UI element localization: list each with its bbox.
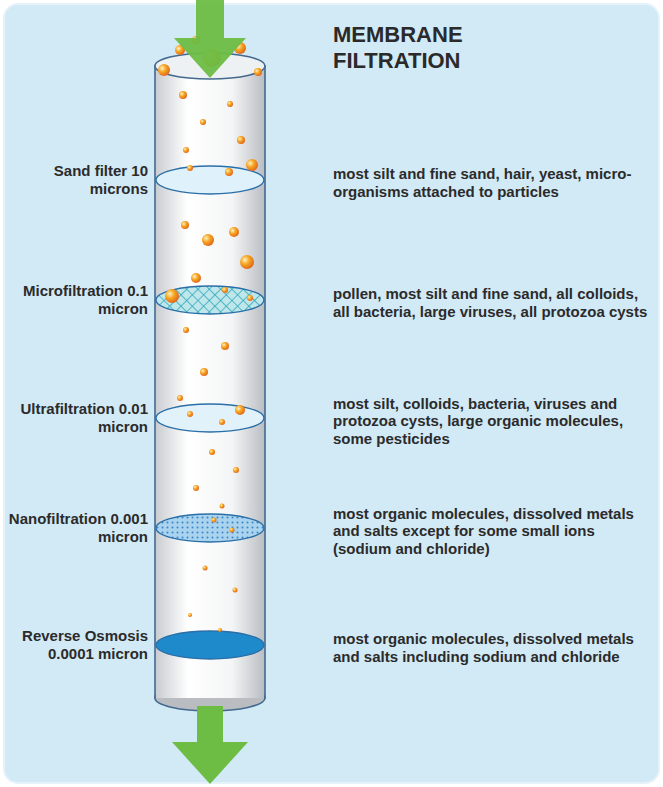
contaminant-particle (229, 227, 239, 237)
contaminant-particle (227, 101, 233, 107)
nanofiltration-membrane (156, 514, 264, 542)
contaminant-particle (165, 289, 179, 303)
contaminant-particle (183, 147, 189, 153)
filter-stage-label: Ultrafiltration 0.01 micron (8, 400, 148, 435)
contaminant-particle (202, 234, 214, 246)
contaminant-particle (222, 287, 228, 293)
contaminant-particle (225, 168, 233, 176)
filter-stage-label: Reverse Osmosis 0.0001 micron (8, 627, 148, 662)
contaminant-particle (179, 91, 187, 99)
contaminant-particle (177, 395, 183, 401)
removed-contaminants: most organic molecules, dissolved metals… (333, 630, 651, 665)
reverse-osmosis-membrane (156, 631, 264, 659)
contaminant-particle (183, 327, 189, 333)
contaminant-particle (247, 295, 253, 301)
removed-contaminants: most silt, colloids, bacteria, viruses a… (333, 395, 651, 448)
contaminant-particle (187, 411, 193, 417)
contaminant-particle (237, 136, 245, 144)
contaminant-particle (200, 119, 206, 125)
removed-contaminants: pollen, most silt and fine sand, all col… (333, 285, 651, 320)
background-panel (4, 4, 659, 783)
contaminant-particle (246, 159, 258, 171)
contaminant-particle (230, 528, 235, 533)
contaminant-particle (233, 588, 238, 593)
sand-filter-layer (156, 166, 264, 194)
removed-contaminants: most organic molecules, dissolved metals… (333, 505, 651, 558)
contaminant-particle (221, 342, 229, 350)
contaminant-particle (218, 628, 222, 632)
filter-stage-label: Sand filter 10 microns (8, 162, 148, 197)
contaminant-particle (212, 518, 217, 523)
outflow-arrow (172, 706, 248, 784)
contaminant-particle (158, 64, 170, 76)
microfiltration-membrane (156, 286, 264, 314)
inflow-arrow (174, 0, 246, 78)
contaminant-particle (219, 419, 225, 425)
contaminant-particle (203, 566, 208, 571)
contaminant-particle (240, 255, 254, 269)
ultrafiltration-membrane (156, 404, 264, 432)
contaminant-particle (191, 273, 201, 283)
contaminant-particle (193, 485, 199, 491)
contaminant-particle (181, 221, 189, 229)
contaminant-particle (233, 467, 239, 473)
title: MEMBRANE FILTRATION (333, 22, 523, 75)
filter-stage-label: Nanofiltration 0.001 micron (8, 510, 148, 545)
contaminant-particle (209, 449, 215, 455)
removed-contaminants: most silt and fine sand, hair, yeast, mi… (333, 165, 651, 200)
filter-stage-label: Microfiltration 0.1 micron (8, 282, 148, 317)
contaminant-particle (188, 613, 192, 617)
contaminant-particle (187, 165, 193, 171)
contaminant-particle (254, 68, 262, 76)
contaminant-particle (220, 504, 225, 509)
contaminant-particle (235, 405, 245, 415)
filter-column (155, 53, 265, 711)
contaminant-particle (200, 368, 208, 376)
